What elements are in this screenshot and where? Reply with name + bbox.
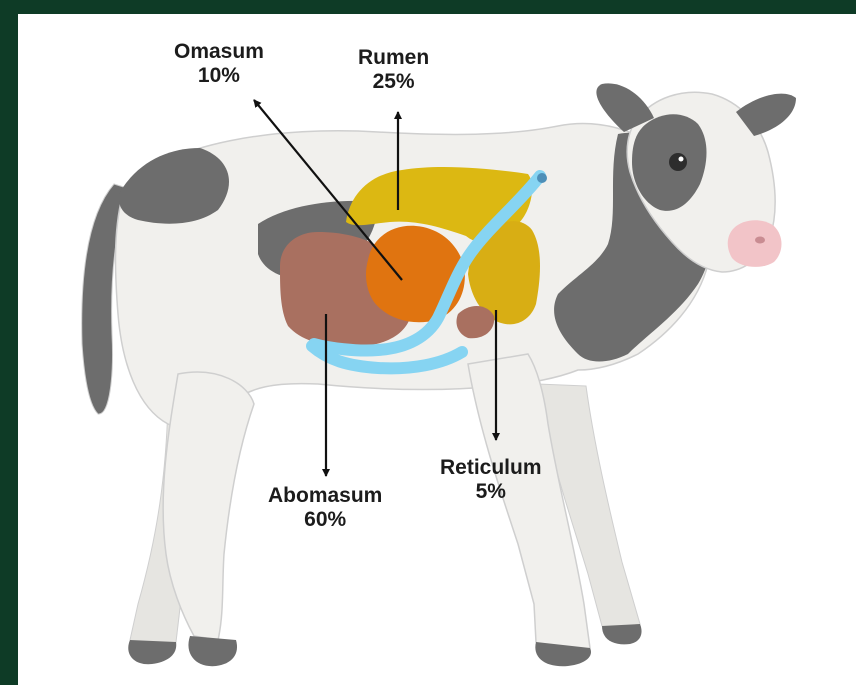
diagram-panel: Omasum 10% Rumen 25% Abomasum 60% Reticu… [18, 14, 856, 685]
reticulum-name: Reticulum [440, 456, 542, 480]
reticulum-label: Reticulum 5% [440, 456, 542, 504]
calf-nostril [755, 237, 765, 244]
calf-stomach-diagram [18, 14, 856, 685]
calf-near-hind-hoof [188, 636, 237, 666]
rumen-label: Rumen 25% [358, 46, 429, 94]
calf-far-hind-hoof [128, 640, 176, 664]
omasum-name: Omasum [174, 40, 264, 64]
calf-far-front-hoof [602, 624, 642, 644]
calf-back-spot [119, 148, 229, 224]
rumen-percent: 25% [358, 70, 429, 94]
abomasum-name: Abomasum [268, 484, 382, 508]
calf-eye-highlight [679, 157, 684, 162]
reticulum-percent: 5% [440, 480, 542, 504]
abomasum-percent: 60% [268, 508, 382, 532]
omasum-label: Omasum 10% [174, 40, 264, 88]
rumen-name: Rumen [358, 46, 429, 70]
calf-near-hind-leg [163, 372, 254, 640]
calf-eye [669, 153, 687, 171]
calf-muzzle [728, 220, 782, 267]
omasum-percent: 10% [174, 64, 264, 88]
abomasum-label: Abomasum 60% [268, 484, 382, 532]
esophagus-opening [537, 173, 547, 183]
